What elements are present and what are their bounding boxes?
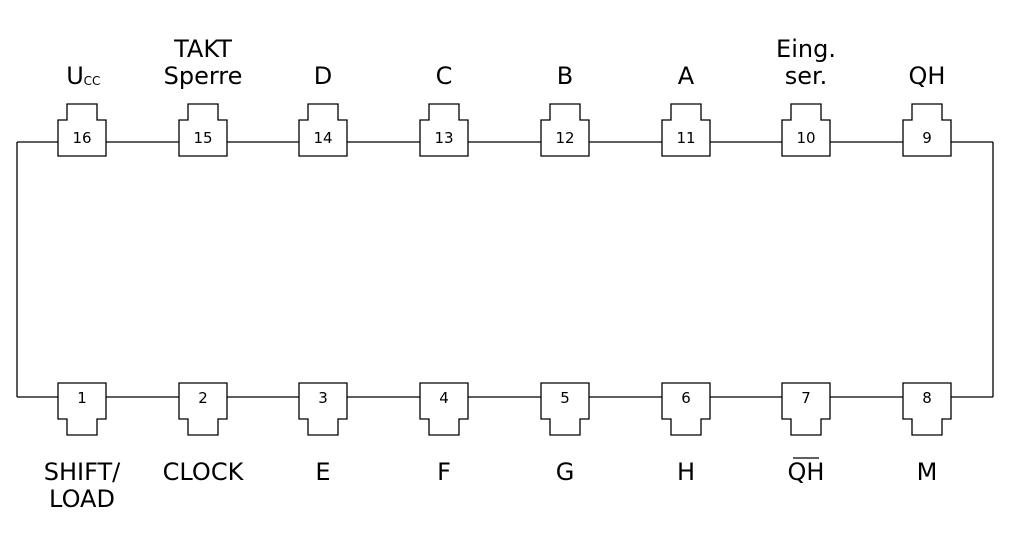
pin-outline [298, 103, 348, 157]
pin-number: 12 [555, 129, 574, 147]
pin-number: 10 [796, 129, 815, 147]
pin-3: 3E [298, 382, 348, 486]
pin-label: CLOCK [163, 458, 245, 486]
pin-outline [661, 382, 711, 436]
pin-number: 1 [77, 389, 87, 407]
pin-outline [902, 103, 952, 157]
pin-10: 10 Eing.ser. [776, 35, 836, 157]
pin-label: TAKT [173, 35, 232, 63]
pin-label: C [436, 62, 453, 90]
pin-label: B [557, 62, 573, 90]
pin-label: SHIFT/ [44, 458, 121, 486]
pin-number: 6 [681, 389, 691, 407]
pin-number: 5 [560, 389, 570, 407]
pin-4: 4F [419, 382, 469, 486]
pin-label: M [917, 458, 938, 486]
pin-number: 15 [193, 129, 212, 147]
pin-outline [178, 103, 228, 157]
pin-number: 11 [676, 129, 695, 147]
pin-outline [540, 382, 590, 436]
pin-outline [661, 103, 711, 157]
pin-12: 12 B [540, 62, 590, 157]
pin-number: 16 [72, 129, 91, 147]
pin-11: 11 A [661, 62, 711, 157]
pin-number: 8 [922, 389, 932, 407]
pin-5: 5G [540, 382, 590, 486]
pin-number: 3 [318, 389, 328, 407]
pin-outline [781, 382, 831, 436]
pin-label: U [66, 62, 84, 90]
ic-package-outline [16, 141, 994, 398]
pin-label: QH [788, 458, 825, 486]
pin-label-subscript: CC [84, 74, 101, 88]
pin-label: G [556, 458, 575, 486]
pin-outline [540, 103, 590, 157]
pin-number: 13 [434, 129, 453, 147]
pin-label: H [677, 458, 695, 486]
pin-13: 13 C [419, 62, 469, 157]
pin-outline [178, 382, 228, 436]
pin-label: Eing. [776, 35, 836, 63]
pin-8: 8M [902, 382, 952, 486]
pin-outline [419, 103, 469, 157]
pin-number: 14 [313, 129, 332, 147]
pin-outline [781, 103, 831, 157]
pin-9: 9 QH [902, 62, 952, 157]
pin-outline [419, 382, 469, 436]
pin-number: 7 [801, 389, 811, 407]
pin-7: 7QH [781, 382, 831, 486]
pin-label: LOAD [49, 485, 115, 513]
pin-number: 4 [439, 389, 449, 407]
pin-label: E [315, 458, 330, 486]
pin-6: 6H [661, 382, 711, 486]
pin-outline [57, 103, 107, 157]
pin-label: QH [909, 62, 946, 90]
pin-number: 9 [922, 129, 932, 147]
pin-label: ser. [785, 62, 828, 90]
pin-14: 14 D [298, 62, 348, 157]
pin-outline [298, 382, 348, 436]
pin-label: F [437, 458, 451, 486]
pin-label: Sperre [164, 62, 243, 90]
pin-label: A [678, 62, 695, 90]
pin-number: 2 [198, 389, 208, 407]
pin-outline [902, 382, 952, 436]
pin-outline [57, 382, 107, 436]
pin-label: D [314, 62, 332, 90]
